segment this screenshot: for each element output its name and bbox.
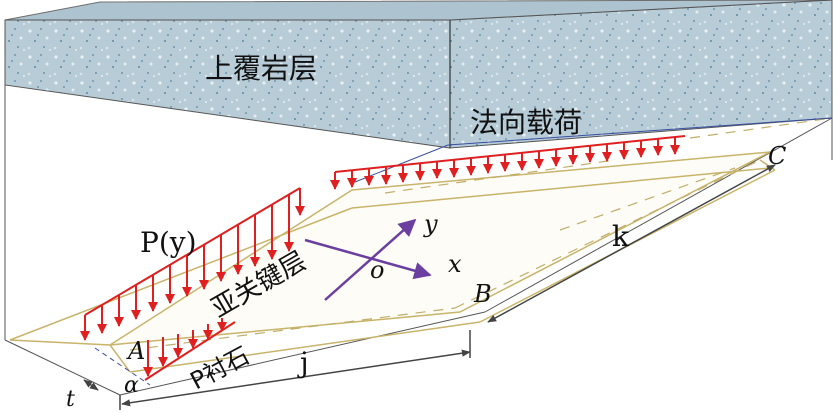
- dim-j-line: [121, 349, 471, 407]
- dim-k-line: [487, 164, 776, 323]
- label-corner-a: A: [126, 337, 145, 365]
- label-dim-j: j: [297, 346, 309, 379]
- label-corner-c: C: [768, 142, 786, 170]
- label-p-lining: P衬石: [186, 341, 254, 395]
- label-dim-t: t: [66, 387, 75, 412]
- overburden-block: [4, 0, 833, 149]
- label-dim-k: k: [612, 220, 630, 253]
- plate-top-face: [109, 151, 771, 346]
- y-axis-line: [324, 218, 417, 301]
- label-axis-y: y: [423, 210, 438, 238]
- label-origin: o: [370, 256, 384, 284]
- dimension-lines: [83, 164, 776, 410]
- label-normal-load: 法向载荷: [470, 106, 582, 139]
- label-overburden: 上覆岩层: [205, 52, 317, 85]
- coordinate-axes: [304, 218, 432, 301]
- label-axis-x: x: [448, 250, 462, 278]
- lateral-load-p-y: [80, 187, 305, 341]
- label-angle-alpha: α: [124, 373, 139, 398]
- x-axis-line: [304, 238, 432, 280]
- dim-t-line: [83, 379, 99, 391]
- label-p-y: P(y): [140, 226, 197, 259]
- key-stratum-plate: [9, 151, 776, 373]
- overburden-top-face: [4, 0, 833, 21]
- normal-load: [330, 135, 686, 190]
- label-corner-b: B: [473, 280, 492, 308]
